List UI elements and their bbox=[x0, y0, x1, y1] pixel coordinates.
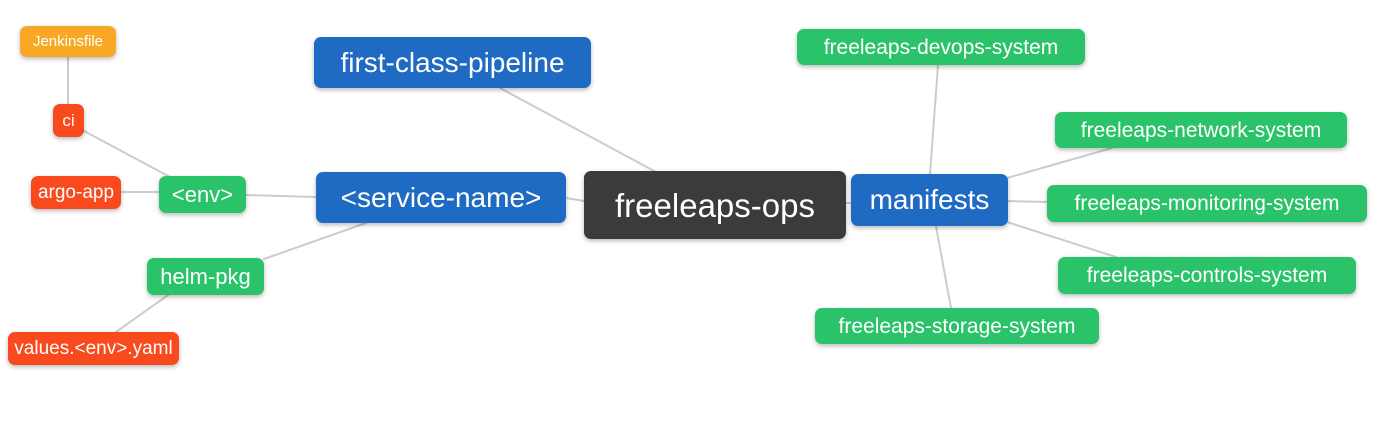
node-env[interactable]: <env> bbox=[159, 176, 246, 213]
edge-manifests-to-freeleaps-network-system bbox=[1006, 147, 1113, 179]
node-ci[interactable]: ci bbox=[53, 104, 84, 137]
node-freeleaps-ops[interactable]: freeleaps-ops bbox=[584, 171, 846, 239]
node-values-env-yaml[interactable]: values.<env>.yaml bbox=[8, 332, 179, 365]
edge-helm-pkg-to-values-env-yaml bbox=[115, 294, 169, 333]
edge-manifests-to-freeleaps-monitoring-system bbox=[1006, 200, 1049, 203]
edge-manifests-to-freeleaps-controls-system bbox=[1006, 221, 1117, 258]
edge-env-to-service-name bbox=[245, 194, 317, 198]
edge-first-class-pipeline-to-freeleaps-ops bbox=[499, 87, 657, 173]
node-jenkinsfile[interactable]: Jenkinsfile bbox=[20, 26, 116, 57]
node-freeleaps-monitoring-system[interactable]: freeleaps-monitoring-system bbox=[1047, 185, 1367, 222]
node-manifests[interactable]: manifests bbox=[851, 174, 1008, 226]
edge-manifests-to-freeleaps-storage-system bbox=[935, 225, 952, 309]
node-freeleaps-storage-system[interactable]: freeleaps-storage-system bbox=[815, 308, 1099, 344]
node-first-class-pipeline[interactable]: first-class-pipeline bbox=[314, 37, 591, 88]
edge-service-name-to-helm-pkg bbox=[263, 222, 367, 260]
node-argo-app[interactable]: argo-app bbox=[31, 176, 121, 209]
node-freeleaps-network-system[interactable]: freeleaps-network-system bbox=[1055, 112, 1347, 148]
node-freeleaps-devops-system[interactable]: freeleaps-devops-system bbox=[797, 29, 1085, 65]
edge-manifests-to-freeleaps-devops-system bbox=[929, 64, 939, 175]
edge-service-name-to-freeleaps-ops bbox=[565, 197, 585, 202]
node-freeleaps-controls-system[interactable]: freeleaps-controls-system bbox=[1058, 257, 1356, 294]
node-helm-pkg[interactable]: helm-pkg bbox=[147, 258, 264, 295]
edge-ci-to-env bbox=[83, 130, 171, 178]
node-service-name[interactable]: <service-name> bbox=[316, 172, 566, 223]
